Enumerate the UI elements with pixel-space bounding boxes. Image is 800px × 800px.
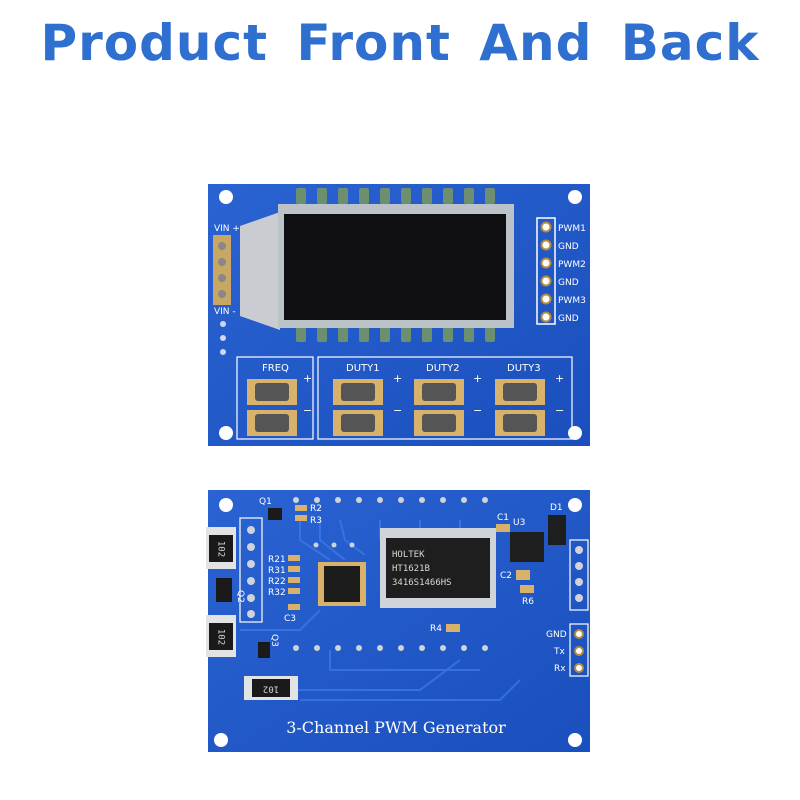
duty1-label: DUTY1 [346, 363, 380, 374]
svg-text:102: 102 [216, 629, 226, 645]
pwm2-label: PWM2 [558, 260, 586, 270]
front-board: VIN + VIN - PWM1 GND PWM2 GND PWM3 GND F… [208, 184, 590, 446]
mounting-hole [568, 426, 582, 440]
vin-plus-label: VIN + [214, 224, 240, 234]
svg-text:R22: R22 [268, 577, 286, 587]
smd-resistor: 102 [206, 527, 236, 569]
mounting-hole [568, 733, 582, 747]
pwm3-label: PWM3 [558, 296, 586, 306]
sop-chip [318, 562, 366, 606]
duty2-label: DUTY2 [426, 363, 460, 374]
gnd-pin-label: GND [546, 630, 567, 640]
svg-text:+: + [303, 372, 312, 385]
svg-text:HOLTEK: HOLTEK [392, 550, 425, 560]
svg-text:102: 102 [216, 541, 226, 557]
output-header [536, 217, 556, 325]
q2-transistor [216, 578, 232, 602]
mounting-hole [214, 733, 228, 747]
svg-text:102: 102 [263, 684, 279, 694]
svg-text:C3: C3 [284, 614, 296, 624]
freq-label: FREQ [262, 363, 289, 374]
board-name: 3-Channel PWM Generator [286, 718, 506, 737]
gnd-label: GND [558, 278, 579, 288]
lcd-screen [284, 214, 506, 320]
duty3-label: DUTY3 [507, 363, 541, 374]
svg-text:R32: R32 [268, 588, 286, 598]
svg-text:3416S1466HS: 3416S1466HS [392, 578, 452, 588]
mounting-hole [568, 190, 582, 204]
vin-header [213, 235, 231, 305]
q1-label: Q1 [259, 497, 272, 507]
smd-resistor: 102 [206, 615, 236, 657]
duty2-plus-button[interactable] [414, 379, 464, 405]
lcd-pins [296, 188, 495, 342]
mounting-hole [568, 498, 582, 512]
svg-text:−: − [303, 404, 312, 417]
svg-text:HT1621B: HT1621B [392, 564, 430, 574]
svg-text:C1: C1 [497, 513, 509, 523]
mounting-hole [219, 426, 233, 440]
svg-text:+: + [473, 372, 482, 385]
svg-text:D1: D1 [550, 503, 563, 513]
svg-text:−: − [473, 404, 482, 417]
freq-minus-button[interactable] [247, 410, 297, 436]
svg-text:R3: R3 [310, 516, 322, 526]
rx-pin-label: Rx [554, 664, 566, 674]
svg-text:R21: R21 [268, 555, 286, 565]
q3-transistor [258, 642, 270, 658]
duty3-minus-button[interactable] [495, 410, 545, 436]
d1-diode [548, 515, 566, 545]
svg-text:C2: C2 [500, 571, 512, 581]
duty2-minus-button[interactable] [414, 410, 464, 436]
svg-text:−: − [555, 404, 564, 417]
svg-text:Q3: Q3 [269, 634, 279, 647]
page-title: Product Front And Back [40, 14, 760, 72]
svg-text:R2: R2 [310, 504, 322, 514]
svg-text:+: + [555, 372, 564, 385]
svg-text:R4: R4 [430, 624, 442, 634]
pwm1-label: PWM1 [558, 224, 586, 234]
mounting-hole [219, 498, 233, 512]
gnd-label: GND [558, 314, 579, 324]
u3-regulator [510, 532, 544, 562]
tx-pin-label: Tx [553, 647, 565, 657]
smd-resistor: 102 [244, 676, 298, 700]
mounting-hole [219, 190, 233, 204]
freq-plus-button[interactable] [247, 379, 297, 405]
svg-text:R31: R31 [268, 566, 286, 576]
svg-text:+: + [393, 372, 402, 385]
gnd-label: GND [558, 242, 579, 252]
duty1-minus-button[interactable] [333, 410, 383, 436]
lcd-backlight [240, 212, 280, 330]
vin-minus-label: VIN - [214, 307, 236, 317]
ht1621b-chip: HOLTEK HT1621B 3416S1466HS [380, 528, 496, 608]
duty3-plus-button[interactable] [495, 379, 545, 405]
back-board: 102 102 102 Q2 Q1 R2 R3 R21 R31 R22 R32 [206, 490, 590, 752]
svg-text:U3: U3 [513, 518, 525, 528]
svg-text:−: − [393, 404, 402, 417]
duty1-plus-button[interactable] [333, 379, 383, 405]
svg-text:R6: R6 [522, 597, 534, 607]
